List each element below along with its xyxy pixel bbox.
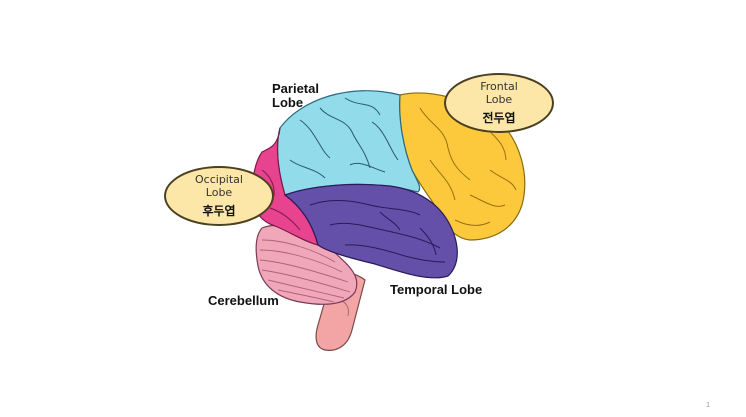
occipital-lobe-callout: Occipital Lobe 후두엽	[164, 166, 274, 226]
temporal-lobe	[283, 183, 458, 279]
frontal-lobe-callout: Frontal Lobe 전두엽	[444, 73, 554, 133]
occipital-lobe-korean: 후두엽	[202, 204, 236, 218]
frontal-lobe-english: Frontal Lobe	[480, 80, 518, 106]
temporal-lobe-label: Temporal Lobe	[390, 282, 483, 297]
occipital-lobe-english: Occipital Lobe	[195, 173, 243, 199]
frontal-lobe-korean: 전두엽	[482, 111, 516, 125]
parietal-lobe-label: Parietal Lobe	[272, 81, 319, 110]
cerebellum-label: Cerebellum	[208, 293, 279, 308]
page-number: 1	[706, 402, 710, 409]
